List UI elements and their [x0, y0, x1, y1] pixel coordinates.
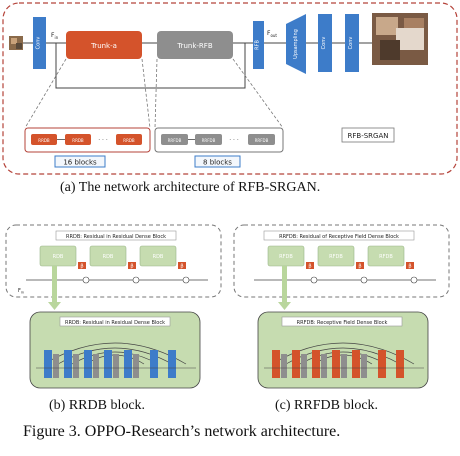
count-16-label: 16 blocks	[63, 159, 97, 167]
svg-text:RRDB: RRDB	[123, 138, 135, 143]
caption-a: (a) The network architecture of RFB-SRGA…	[60, 180, 321, 195]
svg-text:· · ·: · · ·	[98, 137, 108, 144]
rfdb-block-2	[317, 245, 355, 267]
rdb-block-2	[89, 245, 127, 267]
rrdb-top-title: RRDB: Residual in Residual Dense Block	[66, 234, 166, 240]
svg-text:β: β	[180, 264, 183, 270]
svg-text:β: β	[408, 264, 411, 270]
rdb-block-1	[39, 245, 77, 267]
svg-text:RFDB: RFDB	[279, 254, 293, 260]
beta-1	[78, 262, 86, 269]
trunk-a-block	[66, 31, 142, 59]
svg-text:RDB: RDB	[53, 254, 64, 260]
lr-input-image	[9, 36, 23, 50]
caption-c: (c) RRFDB block.	[275, 398, 379, 413]
beta-3	[178, 262, 186, 269]
trunk-a-label: Trunk-a	[90, 42, 117, 50]
svg-text:· · ·: · · ·	[229, 137, 239, 144]
svg-text:RDB: RDB	[103, 254, 114, 260]
conv-label-3: Conv	[348, 37, 354, 50]
beta-2	[128, 262, 136, 269]
panel-b-diagram: RRDB: Residual in Residual Dense Block F…	[5, 224, 222, 389]
rfb-srgan-title: RFB-SRGAN	[348, 132, 389, 140]
svg-text:RRFDB: RRFDB	[202, 138, 216, 143]
rfb-label: RFB	[255, 40, 261, 50]
svg-text:β: β	[308, 264, 311, 270]
panel-a-frame	[2, 2, 458, 175]
panel-c-diagram: RRFDB: Residual of Receptive Field Dense…	[233, 224, 450, 389]
svg-text:β: β	[130, 264, 133, 270]
conv-block-2	[318, 14, 332, 72]
svg-text:RFDB: RFDB	[379, 254, 393, 260]
svg-text:RRFDB: RRFDB	[255, 138, 269, 143]
rdb-layers	[44, 350, 176, 378]
rrdb-sub-title: RRDB: Residual in Residual Dense Block	[65, 320, 165, 326]
rrdb-block-1	[31, 134, 57, 145]
rrdb-block-2	[65, 134, 91, 145]
svg-text:β: β	[358, 264, 361, 270]
trunk-a-expansion	[24, 127, 151, 153]
beta-c-1	[306, 262, 314, 269]
global-skip-line	[55, 43, 246, 89]
upsampling-block	[286, 14, 306, 74]
rdb-block-3	[139, 245, 177, 267]
rfdb-layers	[272, 350, 404, 378]
count-16-box	[54, 155, 106, 168]
rrfdb-top-frame	[233, 224, 450, 298]
conv-label-2: Conv	[321, 37, 327, 50]
conv-block-3	[345, 14, 359, 72]
rrdb-block-3	[116, 134, 142, 145]
rrfdb-block-3	[248, 134, 275, 145]
figure-caption: Figure 3. OPPO-Research’s network archit…	[23, 423, 341, 440]
rfdb-block-3	[367, 245, 405, 267]
svg-text:RDB: RDB	[153, 254, 164, 260]
rrfdb-block-1	[161, 134, 188, 145]
svg-text:RRFDB: RRFDB	[168, 138, 182, 143]
svg-text:β: β	[80, 264, 83, 270]
caption-b: (b) RRDB block.	[49, 398, 146, 413]
conv-block-1	[33, 17, 46, 69]
upsampling-label: Upsampling	[293, 29, 299, 59]
beta-c-2	[356, 262, 364, 269]
beta-c-3	[406, 262, 414, 269]
rrfdb-block-2	[195, 134, 222, 145]
svg-text:RRDB: RRDB	[38, 138, 50, 143]
panel-a-diagram: Conv Fin Trunk-a Trunk-RFB RFB Fout Upsa…	[2, 2, 458, 175]
count-8-label: 8 blocks	[203, 159, 232, 167]
sr-output-image	[372, 13, 428, 65]
trunk-rfb-block	[157, 31, 233, 59]
trunk-rfb-expansion	[154, 127, 284, 153]
fout-label: Fout	[267, 30, 277, 38]
rrdb-top-frame	[5, 224, 222, 298]
rfb-srgan-title-box	[341, 127, 395, 143]
svg-text:RRDB: RRDB	[72, 138, 84, 143]
trunk-rfb-label: Trunk-RFB	[176, 42, 212, 50]
svg-text:RFDB: RFDB	[329, 254, 343, 260]
rfb-block	[253, 21, 264, 69]
rrfdb-sub-title: RRFDB: Receptive Field Dense Block	[297, 320, 388, 326]
rrfdb-top-title: RRFDB: Residual of Receptive Field Dense…	[279, 234, 399, 240]
conv-label-1: Conv	[36, 37, 42, 50]
fin-label: Fin	[51, 32, 59, 40]
rrdb-fin: Fin	[18, 288, 24, 295]
count-8-box	[194, 155, 241, 168]
